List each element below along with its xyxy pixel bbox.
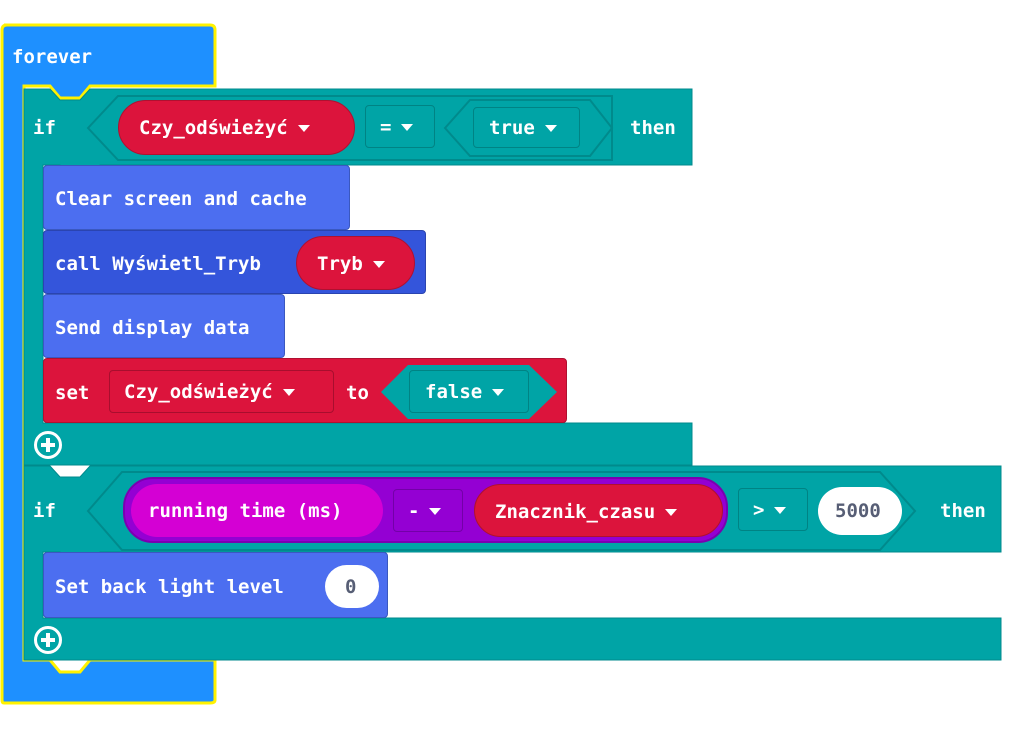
send-display-block[interactable]: Send display data	[43, 294, 285, 358]
boolean-dropdown[interactable]: false	[409, 370, 529, 413]
set-backlight-block[interactable]: Set back light level 0	[43, 552, 388, 618]
dropdown-arrow-icon	[372, 261, 385, 268]
number-value: 0	[345, 576, 357, 598]
clear-screen-block[interactable]: Clear screen and cache	[43, 165, 350, 230]
variable-dropdown[interactable]: Czy_odświeżyć	[118, 100, 355, 155]
variable-dropdown[interactable]: Znacznik_czasu	[474, 484, 723, 537]
math-operator-dropdown[interactable]: -	[393, 489, 463, 532]
subtraction-block[interactable]: running time (ms) - Znacznik_czasu	[123, 477, 728, 543]
boolean-dropdown[interactable]: true	[473, 107, 580, 148]
add-plus-icon[interactable]	[34, 626, 62, 654]
boolean-value: true	[489, 117, 535, 139]
operator-value: >	[753, 499, 765, 521]
variable-name: Znacznik_czasu	[495, 501, 656, 523]
dropdown-arrow-icon	[544, 125, 557, 132]
dropdown-arrow-icon	[492, 389, 505, 396]
boolean-value: false	[425, 381, 483, 403]
number-value: 5000	[835, 500, 881, 522]
variable-name: Czy_odświeżyć	[139, 117, 288, 139]
number-input[interactable]: 5000	[818, 487, 902, 535]
dropdown-arrow-icon	[429, 508, 442, 515]
variable-dropdown[interactable]: Czy_odświeżyć	[109, 370, 334, 413]
argument-name: Tryb	[317, 253, 363, 275]
operator-value: =	[380, 116, 392, 138]
block-label: Clear screen and cache	[55, 188, 307, 210]
running-time-block[interactable]: running time (ms)	[131, 484, 383, 537]
operator-value: -	[408, 500, 420, 522]
block-label: running time (ms)	[148, 500, 343, 522]
then-label: then	[940, 500, 986, 522]
argument-dropdown[interactable]: Tryb	[296, 236, 415, 290]
to-label: to	[346, 382, 369, 404]
dropdown-arrow-icon	[282, 389, 295, 396]
add-plus-icon[interactable]	[34, 431, 62, 459]
variable-name: Czy_odświeżyć	[124, 381, 273, 403]
false-block	[381, 365, 557, 419]
dropdown-arrow-icon	[774, 507, 787, 514]
number-input[interactable]: 0	[325, 565, 379, 608]
forever-label: forever	[12, 46, 93, 68]
if-label: if	[33, 117, 56, 139]
block-label: Send display data	[55, 317, 250, 339]
set-label: set	[55, 382, 90, 404]
block-label: Set back light level	[55, 576, 284, 598]
compare-operator-dropdown[interactable]: >	[738, 488, 808, 531]
dropdown-arrow-icon	[401, 124, 414, 131]
block-label: call Wyświetl_Tryb	[55, 253, 261, 275]
then-label: then	[630, 117, 676, 139]
call-function-block[interactable]: call Wyświetl_Tryb Tryb	[43, 230, 426, 294]
if-label: if	[33, 500, 56, 522]
operator-dropdown[interactable]: =	[365, 105, 435, 148]
dropdown-arrow-icon	[665, 509, 678, 516]
set-variable-block[interactable]: set Czy_odświeżyć to false	[43, 358, 567, 423]
dropdown-arrow-icon	[297, 125, 310, 132]
